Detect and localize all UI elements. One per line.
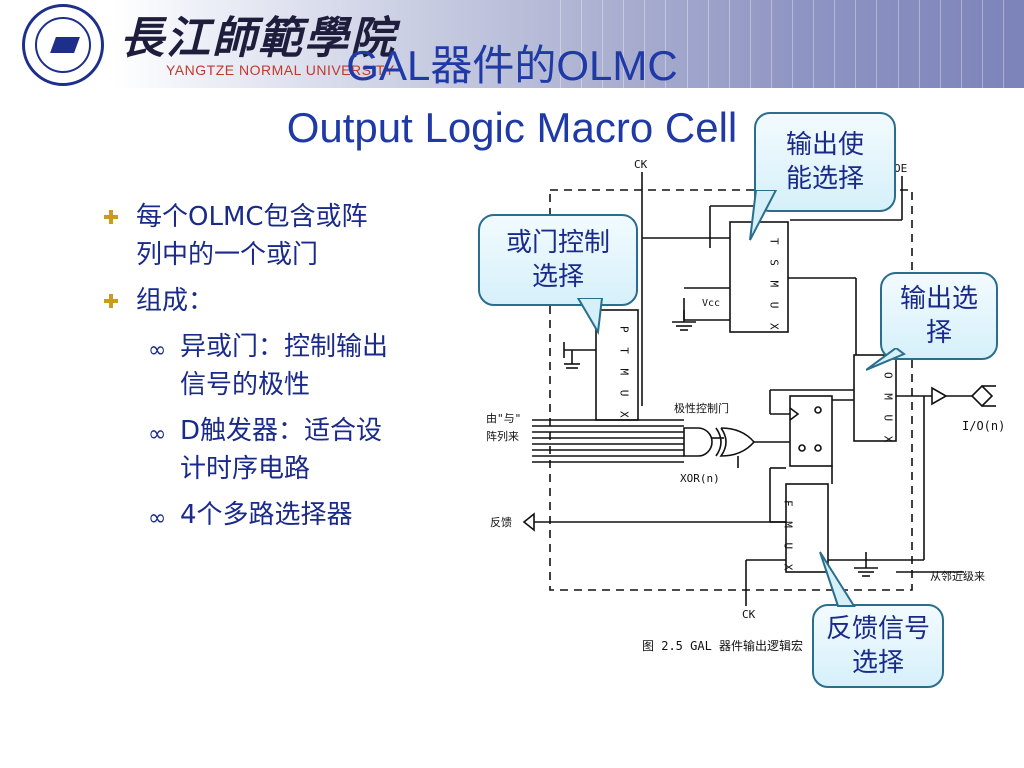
omux-box — [853, 354, 897, 442]
diagram-label-feedback: 反馈 — [490, 516, 512, 529]
olmc-circuit-diagram: CK OE Vcc T S M U X P T M U X O M U X F … — [486, 158, 1005, 653]
diagram-label-xor: XOR(n) — [680, 472, 720, 485]
sub-bullet-item: ∞ D触发器：适合设 计时序电路 — [148, 416, 383, 484]
bullet-item: 组成： — [100, 282, 470, 320]
sub-bullet-item: ∞ 异或门：控制输出 信号的极性 — [148, 332, 389, 400]
link-bullet-icon: ∞ — [148, 506, 167, 531]
diagram-label-ck-bottom: CK — [742, 608, 756, 621]
link-bullet-icon: ∞ — [148, 422, 167, 447]
diagram-label-from-array-1: 由"与" — [486, 411, 521, 425]
school-name-cn: 長江師範學院 — [120, 13, 396, 64]
diagram-label-polarity-gate: 极性控制门 — [674, 401, 729, 415]
diagram-caption: 图 2.5 GAL 器件输出逻辑宏 — [642, 638, 803, 653]
callout-or-gate-control: 或门控制选择 — [478, 214, 638, 306]
school-emblem-icon — [22, 4, 104, 86]
sub-bullet-item: ∞ 4个多路选择器 — [100, 496, 470, 534]
diagram-label-from-array-2: 阵列来 — [486, 429, 519, 443]
diamond-bullet-icon — [104, 294, 118, 308]
diagram-label-fmux: F M U X — [782, 500, 795, 574]
bullet-list: 每个OLMC包含或阵 列中的一个或门 组成： ∞ 异或门：控制输出 信号的极性 … — [100, 198, 470, 542]
header-banner: 長江師範學院 YANGTZE NORMAL UNIVERSITY — [0, 0, 1024, 88]
d-flipflop-box — [789, 395, 833, 467]
diagram-label-from-neighbor: 从邻近级来 — [930, 570, 985, 583]
diagram-label-oe: OE — [894, 162, 907, 175]
slide-title-line2: Output Logic Macro Cell — [286, 104, 738, 151]
diagram-label-ptmux: P T M U X — [618, 326, 631, 422]
callout-tail — [749, 190, 778, 241]
diagram-label-vcc: Vcc — [702, 298, 720, 309]
school-name-en: YANGTZE NORMAL UNIVERSITY — [166, 62, 395, 78]
diagram-label-ck-top: CK — [634, 158, 648, 171]
callout-tail — [819, 551, 856, 607]
slide-title-line1: GAL器件的OLMC — [346, 42, 678, 89]
callout-tail — [866, 348, 906, 371]
diamond-bullet-icon — [104, 210, 118, 224]
fmux-box — [785, 483, 829, 573]
diagram-label-io: I/O(n) — [962, 419, 1005, 433]
callout-output-select: 输出选择 — [880, 272, 998, 360]
bullet-item: 每个OLMC包含或阵 列中的一个或门 — [100, 198, 470, 274]
callout-output-enable: 输出使能选择 — [754, 112, 896, 212]
callout-tail — [576, 298, 604, 336]
callout-feedback-select: 反馈信号选择 — [812, 604, 944, 688]
banner-stripes — [560, 0, 1024, 88]
diagram-label-tsmux: T S M U X — [768, 238, 781, 334]
olmc-boundary — [549, 189, 913, 591]
link-bullet-icon: ∞ — [148, 338, 167, 363]
diagram-label-omux: O M U X — [882, 372, 895, 446]
